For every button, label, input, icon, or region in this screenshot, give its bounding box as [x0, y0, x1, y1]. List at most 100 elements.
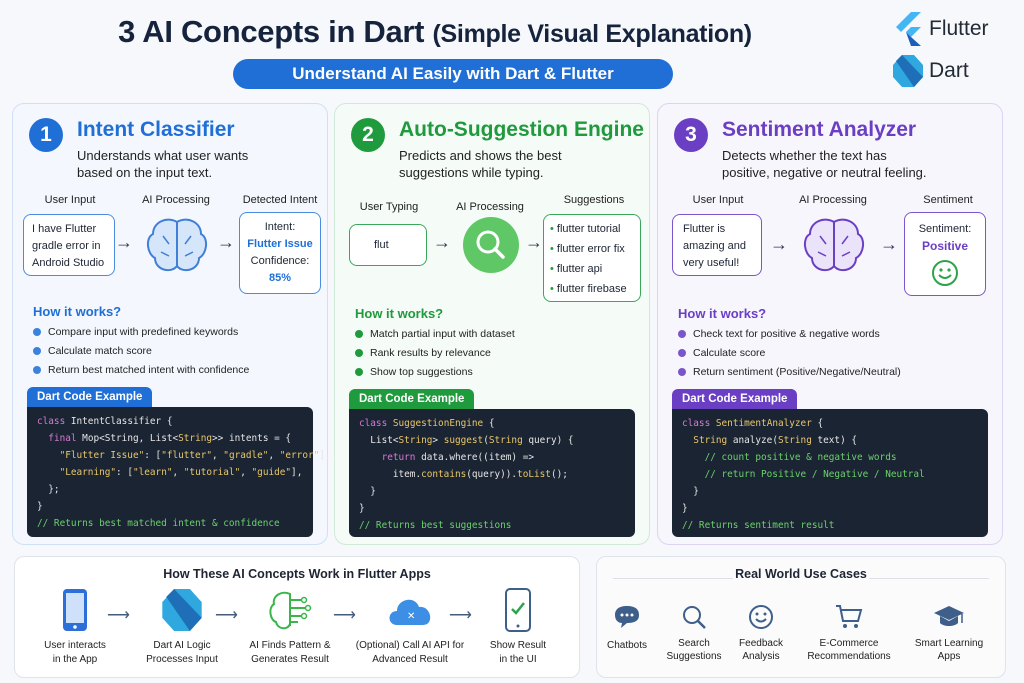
card-auto-suggestion: 2 Auto-Suggestion Engine Predicts and sh…	[334, 103, 650, 545]
search-icon	[476, 230, 505, 259]
use-case-item: Chatbots	[599, 601, 655, 652]
flow-step-label: Show Result in the UI	[489, 640, 547, 665]
chat-bubble-icon	[615, 606, 639, 628]
card-sentiment-analyzer: 3 Sentiment Analyzer Detects whether the…	[657, 103, 1003, 545]
sentiment-label: Sentiment:	[918, 223, 972, 235]
col-label: User Typing	[359, 201, 419, 213]
arrow-icon: ⟶	[215, 607, 238, 624]
intent-label: Intent:	[264, 221, 296, 233]
user-input-bubble: Flutter is amazing and very useful!	[672, 214, 762, 276]
code-block: class SentimentAnalyzer { String analyze…	[672, 409, 988, 537]
arrow-icon: →	[115, 232, 133, 252]
how-it-works-title: How it works?	[355, 306, 444, 321]
flow-panel: How These AI Concepts Work in Flutter Ap…	[14, 556, 580, 678]
phone-check-icon	[505, 588, 531, 632]
card-title: Sentiment Analyzer	[722, 118, 917, 141]
card-title: Auto-Suggestion Engine	[399, 118, 644, 141]
brand-flutter-label: Flutter	[929, 17, 989, 40]
how-item: Show top suggestions	[355, 366, 473, 378]
arrow-icon: →	[770, 234, 788, 254]
how-it-works-title: How it works?	[33, 304, 122, 319]
how-item-text: Return sentiment (Positive/Negative/Neut…	[693, 366, 901, 378]
arrow-icon: →	[525, 232, 543, 252]
col-label: AI Processing	[799, 194, 867, 206]
svg-text:✕: ✕	[407, 611, 415, 622]
how-item-text: Show top suggestions	[370, 366, 473, 378]
flow-step-label: User interacts in the App	[44, 640, 106, 665]
code-tag: Dart Code Example	[672, 389, 798, 409]
dart-logo-icon	[893, 55, 923, 87]
card-description: Predicts and shows the best suggestions …	[399, 148, 562, 180]
flow-step: Show Result in the UI	[463, 587, 573, 667]
use-case-item: E-Commerce Recommendations	[799, 601, 899, 663]
flow-step-label: AI Finds Pattern & Generates Result	[249, 640, 331, 665]
col-label: Suggestions	[563, 194, 625, 206]
card-number: 2	[351, 118, 385, 152]
how-item: Calculate score	[678, 347, 765, 359]
card-number: 1	[29, 118, 63, 152]
subtitle-pill: Understand AI Easily with Dart & Flutter	[233, 59, 673, 89]
code-block: class SuggestionEngine { List<String> su…	[349, 409, 635, 537]
how-item-text: Match partial input with dataset	[370, 328, 515, 340]
ai-brain-circuit-icon	[269, 591, 312, 630]
how-item: Match partial input with dataset	[355, 328, 515, 340]
suggestion-item[interactable]: • flutter tutorial	[550, 223, 621, 235]
cart-icon	[836, 605, 863, 628]
flow-step: AI Finds Pattern & Generates Result	[235, 587, 345, 667]
cloud-icon: ✕	[389, 599, 431, 625]
col-label: User Input	[44, 194, 96, 206]
how-item: Compare input with predefined keywords	[33, 326, 238, 338]
page-title: 3 AI Concepts in Dart (Simple Visual Exp…	[0, 14, 870, 50]
use-case-item: Feedback Analysis	[733, 601, 789, 663]
arrow-icon: ⟶	[333, 607, 356, 624]
arrow-icon: ⟶	[449, 607, 472, 624]
suggestion-text: flutter api	[556, 263, 603, 275]
divider	[613, 578, 733, 579]
suggestions-list: • flutter tutorial • flutter error fix •…	[543, 214, 641, 302]
search-icon	[683, 606, 706, 629]
brand-dart: Dart	[893, 55, 969, 87]
suggestion-text: flutter tutorial	[556, 223, 621, 235]
how-item: Check text for positive & negative words	[678, 328, 880, 340]
how-item-text: Return best matched intent with confiden…	[48, 364, 250, 376]
intent-value: Flutter Issue	[247, 238, 313, 250]
graduation-cap-icon	[934, 606, 964, 626]
suggestion-item[interactable]: • flutter firebase	[550, 283, 627, 295]
flow-step: User interacts in the App	[20, 587, 130, 667]
use-case-item: Search Suggestions	[661, 601, 727, 663]
confidence-label: Confidence:	[250, 255, 310, 267]
suggestion-item[interactable]: • flutter api	[550, 263, 603, 275]
brain-icon	[147, 218, 207, 272]
use-case-item: Smart Learning Apps	[909, 601, 989, 663]
suggestion-text: flutter error fix	[556, 243, 625, 255]
brain-icon	[804, 218, 864, 272]
suggestion-item[interactable]: • flutter error fix	[550, 243, 625, 255]
how-item-text: Calculate match score	[48, 345, 152, 357]
how-it-works-title: How it works?	[678, 306, 767, 321]
processing-circle	[463, 217, 519, 273]
code-tag: Dart Code Example	[349, 389, 475, 409]
col-label: Sentiment	[923, 194, 973, 206]
flow-step-label: Dart AI Logic Processes Input	[146, 640, 218, 665]
flow-title: How These AI Concepts Work in Flutter Ap…	[163, 567, 431, 581]
arrow-icon: ⟶	[107, 607, 130, 624]
arrow-icon: →	[880, 234, 898, 254]
col-label: AI Processing	[456, 201, 524, 213]
use-case-label: Feedback Analysis	[739, 638, 783, 662]
confidence-value: 85%	[268, 272, 292, 284]
how-item-text: Rank results by relevance	[370, 347, 491, 359]
code-block: class IntentClassifier { final Mop<Strin…	[27, 407, 331, 537]
code-tag: Dart Code Example	[27, 387, 153, 407]
user-input-bubble: I have Flutter gradle error in Android S…	[23, 214, 115, 276]
arrow-icon: →	[433, 232, 451, 252]
card-intent-classifier: 1 Intent Classifier Understands what use…	[12, 103, 331, 545]
flutter-logo-icon	[896, 12, 921, 46]
title-main: 3 AI Concepts in Dart	[118, 14, 425, 49]
use-case-label: Smart Learning Apps	[914, 638, 984, 662]
how-item: Return sentiment (Positive/Negative/Neut…	[678, 366, 901, 378]
sentiment-result-box: Sentiment: Positive	[904, 212, 986, 296]
smiley-icon	[749, 605, 773, 629]
flow-step: ✕ (Optional) Call AI API for Advanced Re…	[355, 587, 465, 667]
how-item-text: Calculate score	[693, 347, 766, 359]
dart-logo-icon	[162, 589, 202, 631]
